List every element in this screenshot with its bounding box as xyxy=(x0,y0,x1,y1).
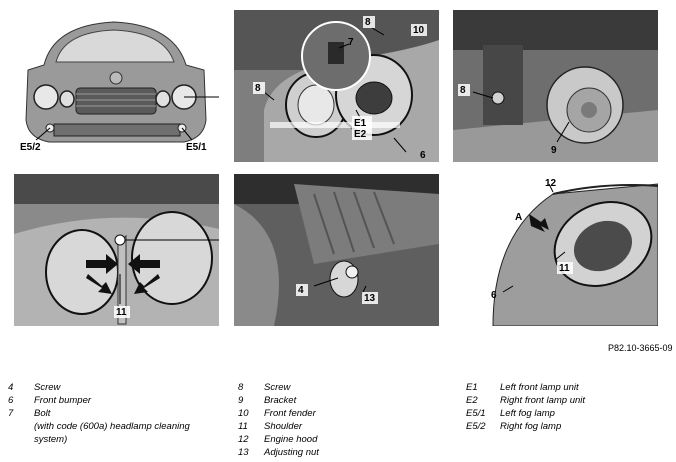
legend-row: 6 Front bumper xyxy=(8,394,190,407)
legend-text: Bracket xyxy=(264,395,297,406)
legend-row: 12 Engine hood xyxy=(238,433,319,446)
photo-car-front: E5/2 E5/1 xyxy=(14,10,219,162)
legend-row: E5/2 Right fog lamp xyxy=(466,420,585,433)
callout-12: 12 xyxy=(545,178,557,189)
legend-row: 10 Front fender xyxy=(238,407,319,420)
legend-number: 9 xyxy=(238,395,244,406)
legend-row: 11 Shoulder xyxy=(238,420,319,433)
legend-text: (with code (600a) headlamp cleaning xyxy=(34,421,190,432)
callout-13: 13 xyxy=(364,293,376,304)
legend-number: 8 xyxy=(238,382,244,393)
legend-number: E2 xyxy=(466,395,478,406)
legend-text: Right front lamp unit xyxy=(500,395,586,406)
callout-11: 11 xyxy=(116,307,127,318)
legend-column-1: 4 Screw 6 Front bumper 7 Bolt (with code (6… xyxy=(8,381,190,446)
legend-number: E1 xyxy=(466,382,478,393)
callout-7: 7 xyxy=(348,37,354,48)
photo-bracket: 8 9 xyxy=(453,10,658,162)
callout-e5-2: E5/2 xyxy=(20,142,41,153)
legend-number: 11 xyxy=(238,421,248,432)
legend-text: Screw xyxy=(34,382,61,393)
legend-column-3: E1 Left front lamp unit E2 Right front lam… xyxy=(466,381,585,433)
callout-8: 8 xyxy=(460,85,466,96)
legend-number: 10 xyxy=(238,408,249,419)
callout-6: 6 xyxy=(491,290,497,301)
legend-text: Screw xyxy=(264,382,291,393)
legend-row: 4 Screw xyxy=(8,381,190,394)
legend-row: 9 Bracket xyxy=(238,394,319,407)
legend-text: Left front lamp unit xyxy=(500,382,579,393)
legend-text: Engine hood xyxy=(264,434,318,445)
legend-text: Adjusting nut xyxy=(264,447,319,458)
figure-id: P82.10-3665-09 xyxy=(608,343,673,353)
legend-row: 8 Screw xyxy=(238,381,319,394)
legend-text: Right fog lamp xyxy=(500,421,562,432)
photo-lamp-unit: 8 10 7 8 E1 E2 6 xyxy=(234,10,439,162)
callout-e2: E2 xyxy=(354,129,367,140)
callout-a: A xyxy=(515,212,522,223)
legend-row: (with code (600a) headlamp cleaning xyxy=(8,420,190,433)
callout-e1: E1 xyxy=(354,118,367,129)
legend-number: E5/1 xyxy=(466,408,486,419)
legend-text: system) xyxy=(34,434,68,445)
legend-number: 4 xyxy=(8,382,14,393)
callout-11: 11 xyxy=(559,263,570,274)
legend-number: 12 xyxy=(238,434,249,445)
legend-text: Shoulder xyxy=(264,421,303,432)
callout-8-left: 8 xyxy=(255,83,261,94)
legend-text: Bolt xyxy=(34,408,51,419)
legend-row: 13 Adjusting nut xyxy=(238,446,319,459)
legend-number: E5/2 xyxy=(466,421,486,432)
callout-6: 6 xyxy=(420,150,426,161)
legend-row: E1 Left front lamp unit xyxy=(466,381,585,394)
legend-text: Front bumper xyxy=(34,395,92,406)
legend-row: 7 Bolt xyxy=(8,407,190,420)
photo-hood-shoulder: 12 A 11 6 xyxy=(453,174,658,326)
callout-10: 10 xyxy=(413,25,425,36)
legend-number: 6 xyxy=(8,395,14,406)
legend-text: Front fender xyxy=(264,408,316,419)
legend-text: Left fog lamp xyxy=(500,408,555,419)
photo-adjusting-nut: 4 13 xyxy=(234,174,439,326)
callout-4: 4 xyxy=(298,285,304,296)
callout-e5-1: E5/1 xyxy=(186,142,207,153)
legend-row: E2 Right front lamp unit xyxy=(466,394,585,407)
legend-number xyxy=(8,433,34,446)
legend-number: 7 xyxy=(8,408,14,419)
legend-number xyxy=(8,420,34,433)
callout-8-top: 8 xyxy=(365,17,371,28)
legend-row: system) xyxy=(8,433,190,446)
legend-number: 13 xyxy=(238,447,249,458)
legend-row: E5/1 Left fog lamp xyxy=(466,407,585,420)
photo-headlamps-removed: 11 xyxy=(14,174,219,326)
legend-column-2: 8 Screw 9 Bracket 10 Front fender 11 Shoulde… xyxy=(238,381,319,459)
callout-9: 9 xyxy=(551,145,557,156)
